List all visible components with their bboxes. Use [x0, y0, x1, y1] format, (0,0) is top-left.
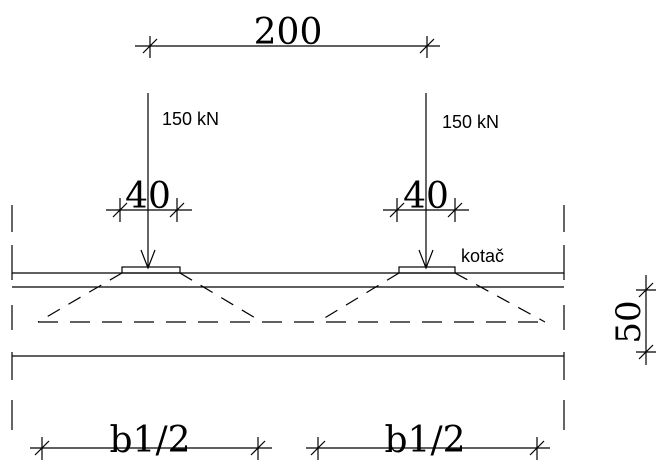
wheel-pad-right	[398, 266, 456, 274]
top-dimension: 200	[135, 12, 440, 58]
spread-line-left-inner	[179, 272, 263, 323]
bottom-dimension-left: b1/2	[30, 420, 272, 461]
load-arrow-right	[418, 93, 434, 270]
depth-dimension-label: 50	[609, 300, 649, 343]
top-dimension-label: 200	[254, 12, 323, 53]
bottom-dimension-right-label: b1/2	[385, 420, 466, 461]
spread-line-left-outer	[37, 272, 123, 323]
bottom-dimension-left-label: b1/2	[110, 420, 191, 461]
load-left-label: 150 kN	[162, 109, 219, 129]
load-right-label: 150 kN	[442, 112, 499, 132]
spread-line-right-inner	[317, 272, 400, 323]
pad-width-left-label: 40	[125, 176, 171, 217]
wheel-pad-left	[121, 266, 181, 274]
depth-dimension: 50	[609, 275, 656, 365]
wheel-label: kotač	[461, 246, 504, 266]
pad-dimension-left: 40	[106, 176, 192, 222]
pad-width-right-label: 40	[403, 176, 449, 217]
spread-line-right-outer	[454, 272, 546, 323]
bottom-dimension-right: b1/2	[306, 420, 550, 461]
load-arrow-left	[140, 93, 156, 270]
pad-dimension-right: 40	[383, 176, 469, 222]
